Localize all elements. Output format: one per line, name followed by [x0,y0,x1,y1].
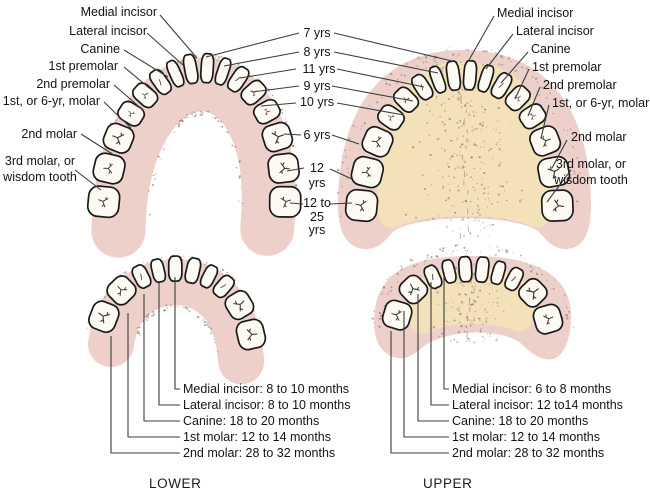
label-perm-right-2nd-premolar: 2nd premolar [543,78,617,92]
label-perm-right-6yr-molar: 1st, or 6-yr, molar [552,96,650,110]
label-decid-lower-1st-molar: 1st molar: 12 to 14 months [183,430,331,444]
label-age-11yrs: 11 yrs [302,62,336,76]
label-perm-left-lateral-incisor: Lateral incisor [69,24,147,38]
label-perm-left-2nd-molar: 2nd molar [21,127,77,141]
lower-deciduous-arch [86,254,267,385]
label-perm-right-medial-incisor: Medial incisor [497,6,574,20]
label-perm-right-3rd-molar: 3rd molar, or wisdom tooth [554,157,628,187]
label-age-10yrs: 10 yrs [299,95,335,109]
label-decid-lower-canine: Canine: 18 to 20 months [183,414,320,428]
label-decid-lower-2nd-molar: 2nd molar: 28 to 32 months [183,446,336,460]
label-decid-upper-lateral: Lateral incisor: 12 to14 months [452,398,623,412]
label-age-8yrs: 8 yrs [303,45,331,59]
label-perm-left-1st-premolar: 1st premolar [48,59,118,73]
caption-upper: UPPER [423,476,473,491]
upper-deciduous-arch [369,243,574,360]
caption-lower: LOWER [149,476,202,491]
label-age-7yrs: 7 yrs [303,26,331,40]
label-decid-lower-lateral: Lateral incisor: 8 to 10 months [183,398,351,412]
label-perm-right-1st-premolar: 1st premolar [532,60,602,74]
label-age-6yrs: 6 yrs [303,128,331,142]
label-perm-left-medial-incisor: Medial incisor [80,5,157,19]
label-age-12yrs: 12 yrs [308,161,326,190]
label-decid-upper-medial: Medial incisor: 6 to 8 months [452,382,612,396]
label-perm-left-3rd-molar: 3rd molar, or wisdom tooth [3,154,77,184]
label-decid-upper-2nd-molar: 2nd molar: 28 to 32 months [452,446,605,460]
label-age-9yrs: 9 yrs [303,79,331,93]
label-age-12-25yrs: 12 to 25 yrs [303,196,331,237]
label-perm-left-canine: Canine [80,42,120,56]
label-decid-lower-medial: Medial incisor: 8 to 10 months [183,382,350,396]
label-perm-right-2nd-molar: 2nd molar [571,130,627,144]
label-perm-right-lateral-incisor: Lateral incisor [516,24,594,38]
label-decid-upper-canine: Canine: 18 to 20 months [452,414,589,428]
label-perm-left-6yr-molar: 1st, or 6-yr, molar [2,94,100,108]
label-perm-left-2nd-premolar: 2nd premolar [36,77,110,91]
leader-lines [74,14,572,454]
upper-permanent-arch [337,46,591,249]
label-decid-upper-1st-molar: 1st molar: 12 to 14 months [452,430,600,444]
lower-permanent-arch [86,52,302,258]
label-perm-right-canine: Canine [531,42,571,56]
